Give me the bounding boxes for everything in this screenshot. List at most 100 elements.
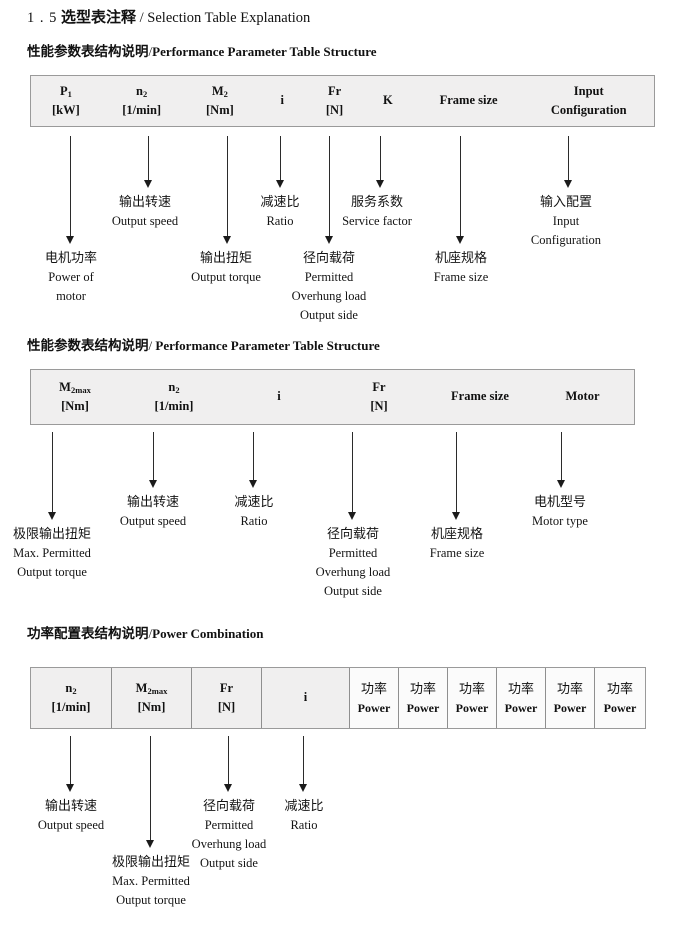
arrow-to-permitted-overhung-load-3 <box>224 736 233 792</box>
table1-col-n2-symbol: n2 <box>136 83 148 99</box>
annotation-output-speed: 输出转速 Output speed <box>78 192 212 231</box>
table3-col-m2max-unit: [Nm] <box>137 700 166 714</box>
annotation-input-config-en-2: Configuration <box>530 232 602 247</box>
annotation-power-of-motor: 电机功率 Power of motor <box>0 248 142 306</box>
table1-col-fr-symbol: Fr <box>327 83 342 98</box>
table1-col-fr: Fr [N] <box>307 76 362 126</box>
section-heading-3-sep: / <box>148 626 153 641</box>
annotation-output-speed-3-cn: 输出转速 <box>44 798 97 813</box>
annotation-ratio-3-en-1: Ratio <box>290 817 318 832</box>
arrow-to-output-torque <box>223 136 232 244</box>
table1-col-input-configuration: Input Configuration <box>523 76 654 126</box>
table3-col-m2max-sub: 2max <box>147 685 168 696</box>
annotation-input-configuration: 输入配置 Input Configuration <box>505 192 627 250</box>
table3-col-power-5-cn: 功率 <box>556 680 583 696</box>
table3-col-n2-unit: [1/min] <box>51 700 91 714</box>
annotation-overhung-load-2-cn: 径向载荷 <box>326 526 379 541</box>
arrow-to-permitted-overhung-load <box>325 136 334 244</box>
table1-col-i: i <box>257 76 307 126</box>
annotation-max-torque-en-2: Output torque <box>17 564 87 579</box>
annotation-power-of-motor-en-1: Power of <box>48 269 94 284</box>
arrow-to-motor-type <box>557 432 566 488</box>
annotation-service-factor: 服务系数 Service factor <box>318 192 436 231</box>
annotation-max-torque-3-en-1: Max. Permitted <box>112 873 190 888</box>
annotation-max-torque-3-en-2: Output torque <box>116 892 186 907</box>
arrow-to-output-speed-3 <box>66 736 75 792</box>
annotation-frame-size-2-en-1: Frame size <box>429 545 485 560</box>
table3-col-power-4-en: Power <box>504 700 538 715</box>
annotation-max-torque-cn: 极限输出扭矩 <box>12 526 91 541</box>
annotation-ratio-cn: 减速比 <box>260 194 300 209</box>
table1-col-m2-unit: [Nm] <box>206 103 234 117</box>
annotation-service-factor-en-1: Service factor <box>342 213 412 228</box>
table1-col-n2: n2 [1/min] <box>101 76 183 126</box>
annotation-output-speed-3-en-1: Output speed <box>37 817 105 832</box>
annotation-output-speed-en-1: Output speed <box>111 213 179 228</box>
annotation-output-torque: 输出扭矩 Output torque <box>160 248 292 287</box>
section-heading-2-cn: 性能参数表结构说明 <box>27 338 149 353</box>
table1-col-p1-sub: 1 <box>67 88 72 99</box>
table3-col-power-6-cn: 功率 <box>606 680 633 696</box>
table3-col-fr-unit: [N] <box>217 700 236 714</box>
title-separator: / <box>139 10 144 26</box>
annotation-overhung-load-2-en-2: Overhung load <box>315 564 391 579</box>
arrow-to-power-of-motor <box>66 136 75 244</box>
table2-col-m2max: M2max [Nm] <box>31 370 119 424</box>
table3-col-power-5-en: Power <box>553 700 587 715</box>
annotation-input-config-en-1: Input <box>552 213 580 228</box>
table2-col-fr-symbol: Fr <box>372 379 386 394</box>
table1-col-frame-size: Frame size <box>414 76 524 126</box>
arrow-to-service-factor <box>376 136 385 188</box>
arrow-to-output-speed-2 <box>149 432 158 488</box>
table2-col-n2-symbol: n2 <box>168 379 180 395</box>
annotation-permitted-overhung-load-3: 径向载荷 Permitted Overhung load Output side <box>162 796 296 873</box>
annotation-motor-type: 电机型号 Motor type <box>501 492 619 531</box>
table1-col-n2-sub: 2 <box>143 88 148 99</box>
arrow-to-frame-size <box>456 136 465 244</box>
annotation-output-speed-2-en-1: Output speed <box>119 513 187 528</box>
annotation-frame-size-2: 机座规格 Frame size <box>398 524 516 563</box>
table1-col-p1: P1 [kW] <box>31 76 101 126</box>
arrow-to-max-permitted-output-torque <box>48 432 57 520</box>
annotation-overhung-load-2-en-1: Permitted <box>328 545 378 560</box>
section-heading-2-en: Performance Parameter Table Structure <box>155 338 380 353</box>
annotation-overhung-load-3-en-3: Output side <box>200 855 258 870</box>
section-heading-2-sep: / <box>148 338 153 353</box>
section-heading-3-cn: 功率配置表结构说明 <box>27 626 149 641</box>
annotation-service-factor-cn: 服务系数 <box>350 194 403 209</box>
table3-col-power-2-cn: 功率 <box>409 680 436 696</box>
table2-col-motor-label: Motor <box>565 389 600 404</box>
annotation-overhung-load-en-3: Output side <box>300 307 358 322</box>
annotation-input-config-cn: 输入配置 <box>539 194 592 209</box>
annotation-permitted-overhung-load-2: 径向载荷 Permitted Overhung load Output side <box>286 524 420 601</box>
table3-col-m2max: M2max [Nm] <box>111 668 191 728</box>
page-title: 1 . 5 选型表注释 / Selection Table Explanatio… <box>27 6 310 27</box>
annotation-frame-size-en-1: Frame size <box>433 269 489 284</box>
table1-col-input-line1: Input <box>573 83 604 98</box>
table3-col-power-3: 功率 Power <box>447 668 496 728</box>
page-title-cn: 选型表注释 <box>61 10 137 26</box>
annotation-max-permitted-output-torque-3: 极限输出扭矩 Max. Permitted Output torque <box>84 852 218 910</box>
table2-col-fr-unit: [N] <box>370 399 388 413</box>
table3-col-i: i <box>261 668 349 728</box>
arrow-to-frame-size-2 <box>452 432 461 520</box>
table3-col-power-4: 功率 Power <box>496 668 545 728</box>
annotation-frame-size-cn: 机座规格 <box>434 250 487 265</box>
performance-parameter-table-1: P1 [kW] n2 [1/min] M2 [Nm] i Fr [N] K Fr… <box>30 75 655 127</box>
table3-col-m2max-symbol: M2max <box>135 680 168 696</box>
annotation-overhung-load-2-en-3: Output side <box>324 583 382 598</box>
table2-col-n2: n2 [1/min] <box>119 370 229 424</box>
annotation-frame-size: 机座规格 Frame size <box>402 248 520 287</box>
annotation-overhung-load-en-2: Overhung load <box>291 288 367 303</box>
annotation-overhung-load-3-cn: 径向载荷 <box>202 798 255 813</box>
arrow-to-ratio-3 <box>299 736 308 792</box>
annotation-frame-size-2-cn: 机座规格 <box>430 526 483 541</box>
table2-col-m2max-sub: 2max <box>70 384 91 395</box>
annotation-power-of-motor-cn: 电机功率 <box>44 250 97 265</box>
table2-col-fr: Fr [N] <box>329 370 429 424</box>
table2-col-i: i <box>229 370 329 424</box>
section-heading-1-en: Performance Parameter Table Structure <box>152 44 377 59</box>
table1-col-p1-unit: [kW] <box>52 103 80 117</box>
annotation-motor-type-cn: 电机型号 <box>533 494 586 509</box>
page-title-en: Selection Table Explanation <box>147 10 311 26</box>
